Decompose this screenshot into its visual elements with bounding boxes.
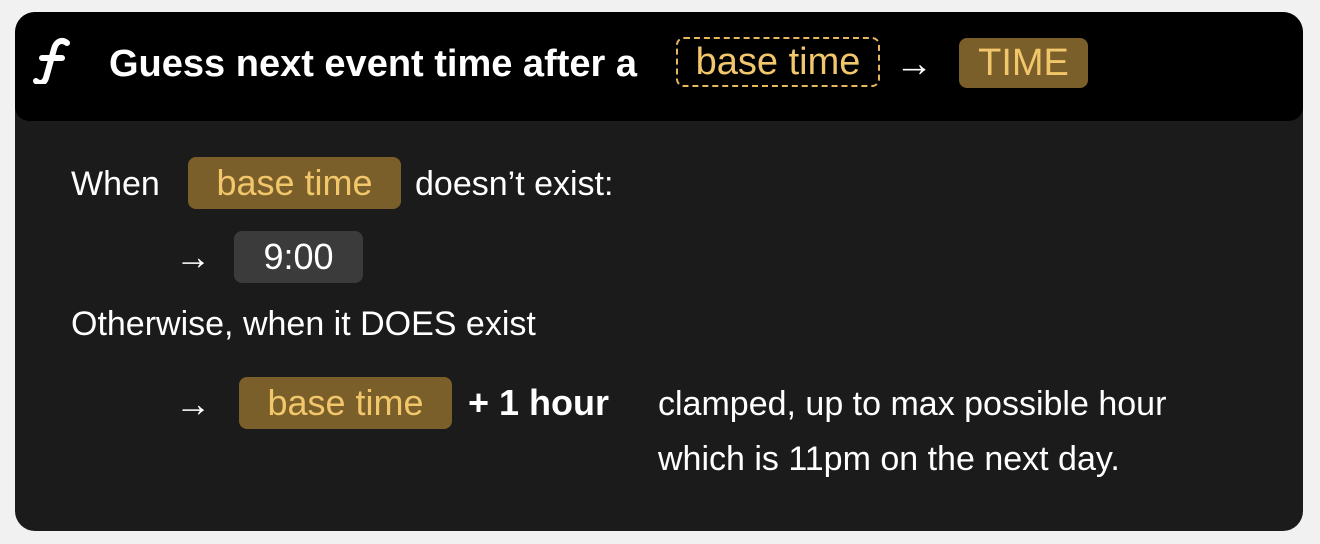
default-arrow: → [175,236,211,277]
base-time-param-slot[interactable]: base time [676,37,880,87]
base-time-chip-2: base time [239,377,452,429]
when-label: When [71,165,160,203]
return-arrow: → [895,43,933,85]
otherwise-label: Otherwise, when it DOES exist [71,305,536,343]
increment-arrow: → [175,383,211,424]
return-type-chip: TIME [959,38,1088,88]
doesnt-exist-label: doesn’t exist: [415,165,614,203]
plus-one-hour-label: + 1 hour [468,382,610,423]
clamp-note-line1: clamped, up to max possible hour [658,385,1167,423]
function-card: Guess next event time after a base time … [15,12,1303,531]
function-title: Guess next event time after a [109,43,637,85]
default-value-chip: 9:00 [234,231,363,283]
base-time-chip: base time [188,157,401,209]
clamp-note-line2: which is 11pm on the next day. [658,440,1120,478]
function-icon [33,38,70,84]
function-header: Guess next event time after a base time … [15,12,1303,121]
